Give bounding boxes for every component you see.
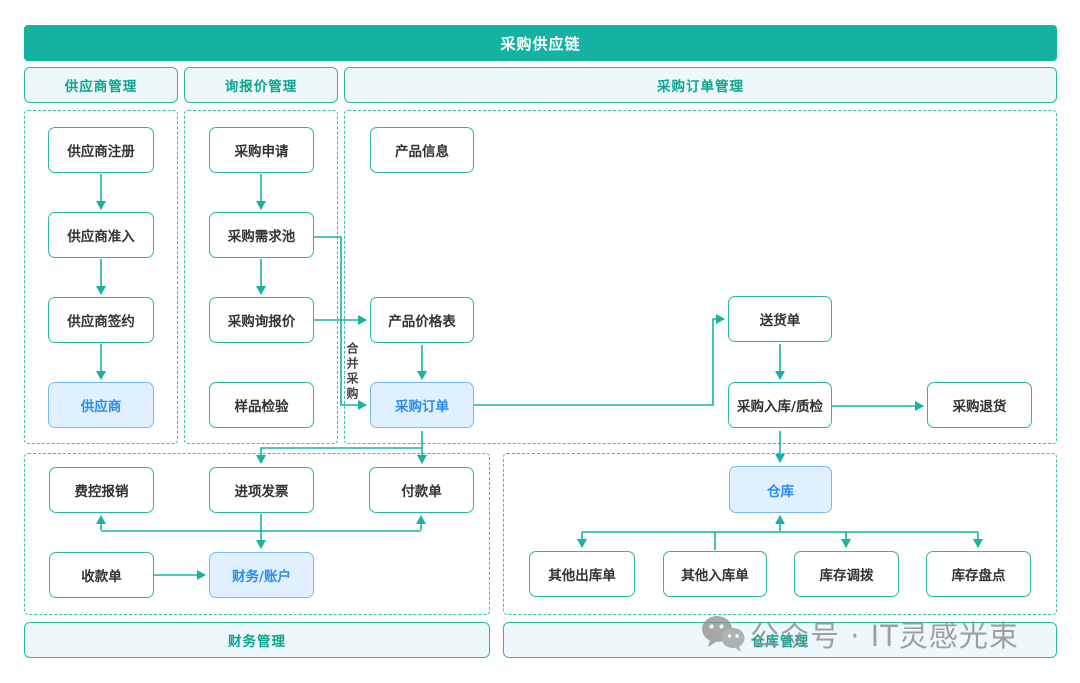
node-expense-reimbursement: 费控报销	[49, 467, 154, 513]
node-label: 送货单	[759, 313, 801, 329]
group-finance-management	[24, 453, 490, 615]
node-finance-account: 财务/账户	[209, 552, 314, 598]
node-purchase-inbound-qc: 采购入库/质检	[728, 382, 832, 428]
node-inventory-transfer: 库存调拨	[794, 551, 899, 597]
node-label: 采购申请	[234, 144, 289, 160]
node-label: 其他入库单	[681, 568, 749, 584]
node-label: 进项发票	[234, 484, 289, 500]
section-header-label: 采购订单管理	[657, 79, 744, 95]
node-label: 付款单	[401, 484, 442, 500]
section-header-label: 供应商管理	[64, 79, 138, 95]
node-other-outbound: 其他出库单	[529, 551, 635, 597]
node-label: 供应商	[80, 399, 122, 415]
node-label: 其他出库单	[548, 568, 616, 584]
node-input-invoice: 进项发票	[209, 467, 314, 513]
node-supplier-register: 供应商注册	[48, 127, 154, 173]
section-footer-warehouse-management: 仓库管理	[503, 622, 1057, 658]
node-label: 收款单	[81, 569, 122, 585]
node-product-info: 产品信息	[370, 127, 474, 173]
node-label: 采购需求池	[227, 229, 296, 245]
node-supplier-access: 供应商准入	[48, 212, 154, 258]
node-label: 供应商准入	[67, 229, 135, 245]
node-purchase-inquiry: 采购询报价	[209, 297, 314, 343]
node-label: 库存盘点	[951, 568, 1006, 584]
node-purchase-order: 采购订单	[370, 382, 474, 428]
node-label: 产品信息	[395, 144, 449, 160]
section-header-supplier-management: 供应商管理	[24, 67, 178, 103]
node-label: 采购订单	[395, 399, 449, 415]
node-label: 供应商注册	[67, 144, 135, 160]
node-label: 采购询报价	[227, 314, 296, 330]
node-label: 费控报销	[74, 484, 129, 500]
diagram-title-banner: 采购供应链	[24, 25, 1057, 61]
node-product-price-list: 产品价格表	[370, 297, 474, 343]
group-supplier-management	[24, 110, 178, 444]
section-header-purchase-order-management: 采购订单管理	[344, 67, 1057, 103]
node-label: 仓库	[767, 483, 794, 500]
node-label: 采购入库/质检	[737, 399, 823, 415]
node-receipt-note: 收款单	[49, 552, 154, 598]
section-footer-label: 仓库管理	[751, 634, 809, 650]
node-purchase-return: 采购退货	[927, 382, 1032, 428]
node-warehouse: 仓库	[729, 466, 832, 513]
node-sample-inspection: 样品检验	[209, 382, 314, 428]
node-label: 供应商签约	[67, 314, 135, 330]
node-label: 财务/账户	[232, 569, 291, 585]
node-label: 采购退货	[952, 399, 1007, 415]
node-delivery-note: 送货单	[728, 296, 832, 342]
diagram-title: 采购供应链	[500, 34, 581, 53]
node-payment-note: 付款单	[369, 467, 474, 513]
node-purchase-demand-pool: 采购需求池	[209, 212, 314, 258]
section-header-inquiry-management: 询报价管理	[184, 67, 338, 103]
node-purchase-request: 采购申请	[209, 127, 314, 173]
section-footer-label: 财务管理	[228, 634, 286, 650]
node-label: 样品检验	[234, 399, 289, 415]
node-label: 库存调拨	[819, 568, 874, 584]
node-supplier-sign: 供应商签约	[48, 297, 154, 343]
node-other-inbound: 其他入库单	[663, 551, 767, 597]
node-inventory-count: 库存盘点	[926, 551, 1031, 597]
node-supplier: 供应商	[48, 382, 154, 428]
section-footer-finance-management: 财务管理	[24, 622, 490, 658]
edge-label-merge-purchase: 合并采购	[345, 342, 359, 402]
node-label: 产品价格表	[388, 314, 456, 330]
section-header-label: 询报价管理	[224, 79, 298, 95]
